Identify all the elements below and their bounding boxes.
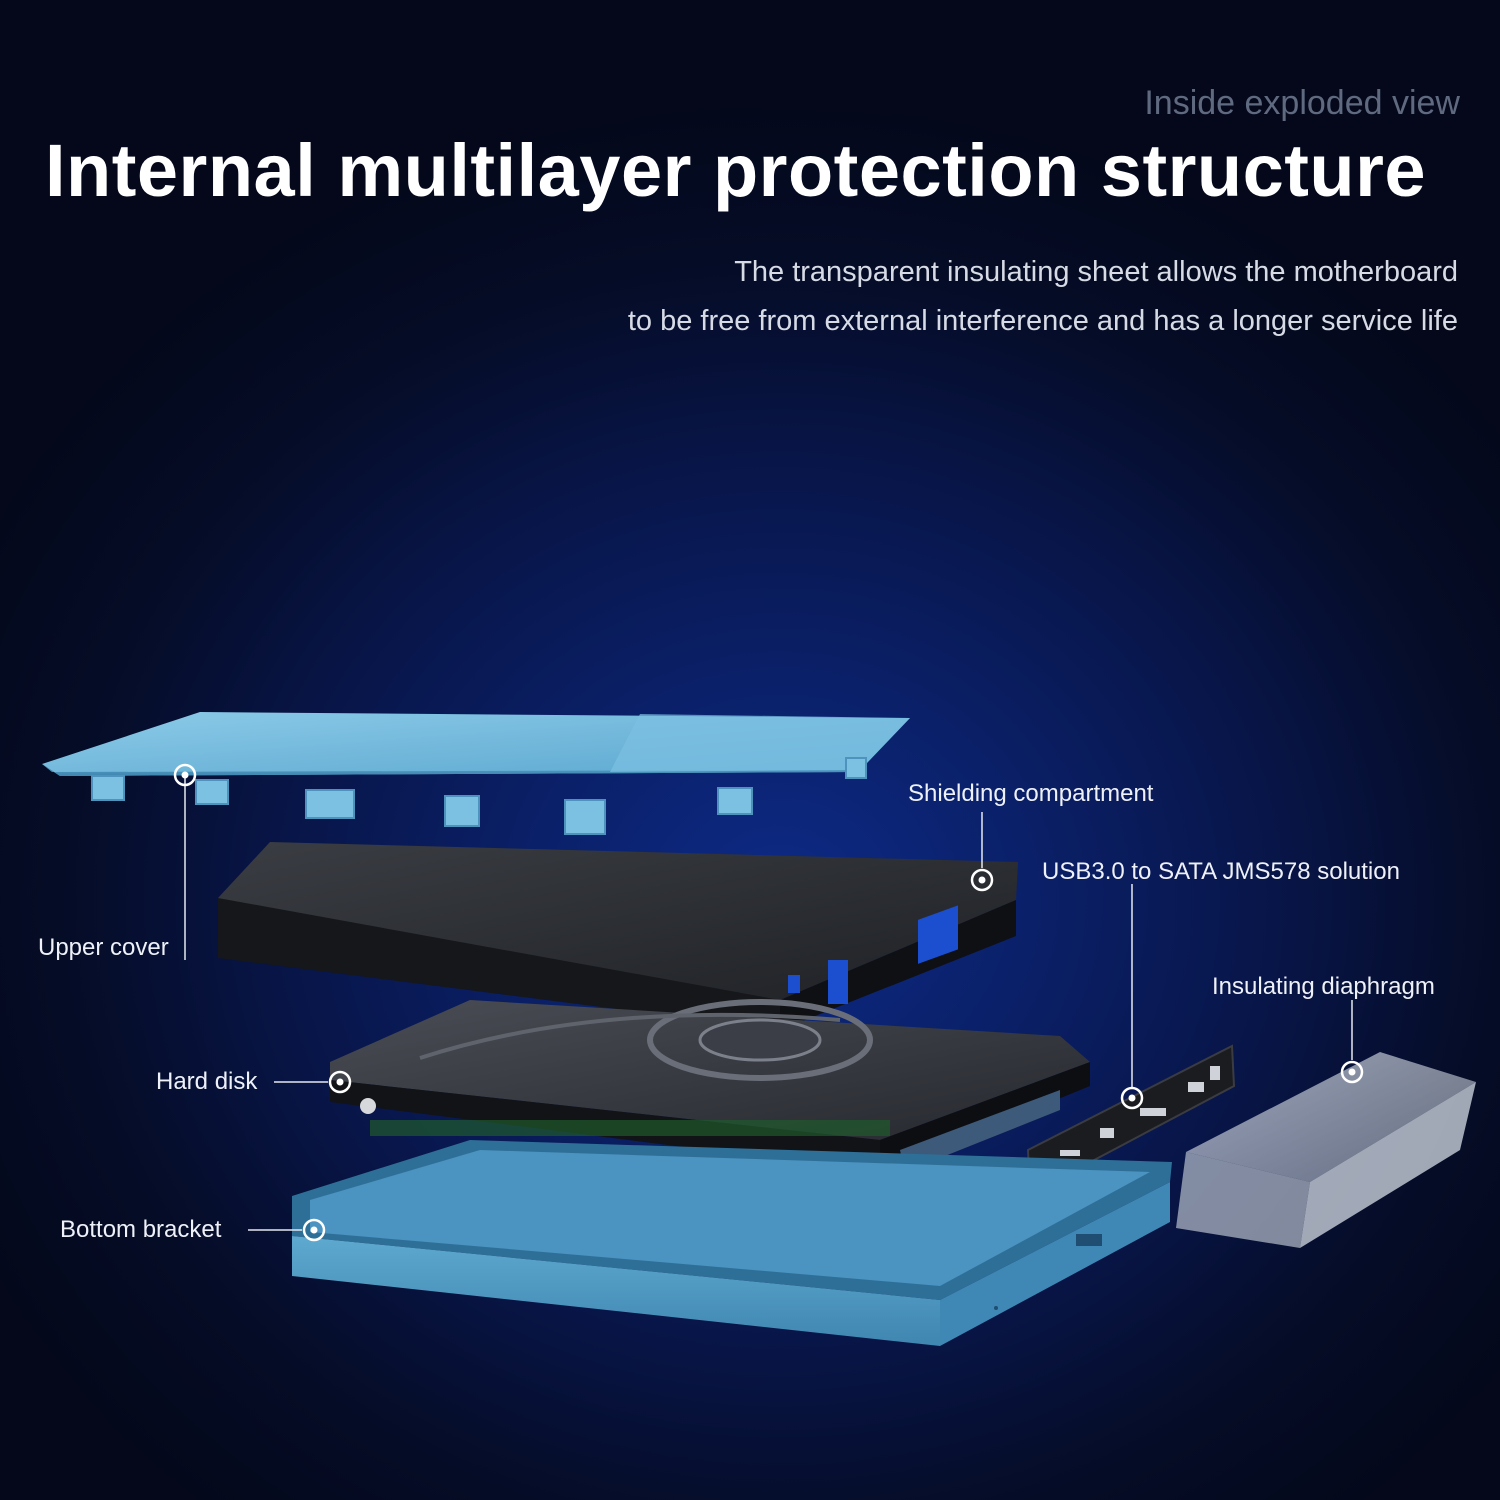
upper-cover-label: Upper cover	[38, 934, 169, 961]
insulating-diaphragm-part	[1176, 1052, 1476, 1248]
bottom-bracket-label: Bottom bracket	[60, 1216, 222, 1243]
shielding-compartment-label: Shielding compartment	[908, 780, 1154, 807]
diaphragm-marker	[1340, 1060, 1364, 1084]
upper-cover-marker	[173, 763, 197, 787]
shielding-compartment-part	[218, 842, 1018, 1030]
bottom-bracket-marker	[302, 1218, 326, 1242]
hard-disk-marker	[328, 1070, 352, 1094]
hard-disk-label: Hard disk	[156, 1068, 258, 1095]
description-line-2: to be free from external interference an…	[627, 305, 1458, 337]
description-line-1: The transparent insulating sheet allows …	[734, 256, 1458, 288]
bottom-bracket-part	[292, 1140, 1172, 1346]
usb-solution-marker	[1120, 1086, 1144, 1110]
shielding-marker	[970, 868, 994, 892]
page-title: Internal multilayer protection structure	[45, 129, 1427, 212]
description: The transparent insulating sheet allows …	[628, 248, 1458, 346]
insulating-diaphragm-label: Insulating diaphragm	[1212, 973, 1435, 1000]
subtitle: Inside exploded view	[1144, 84, 1460, 122]
upper-cover-part	[42, 712, 910, 835]
usb-solution-label: USB3.0 to SATA JMS578 solution	[1042, 858, 1400, 885]
